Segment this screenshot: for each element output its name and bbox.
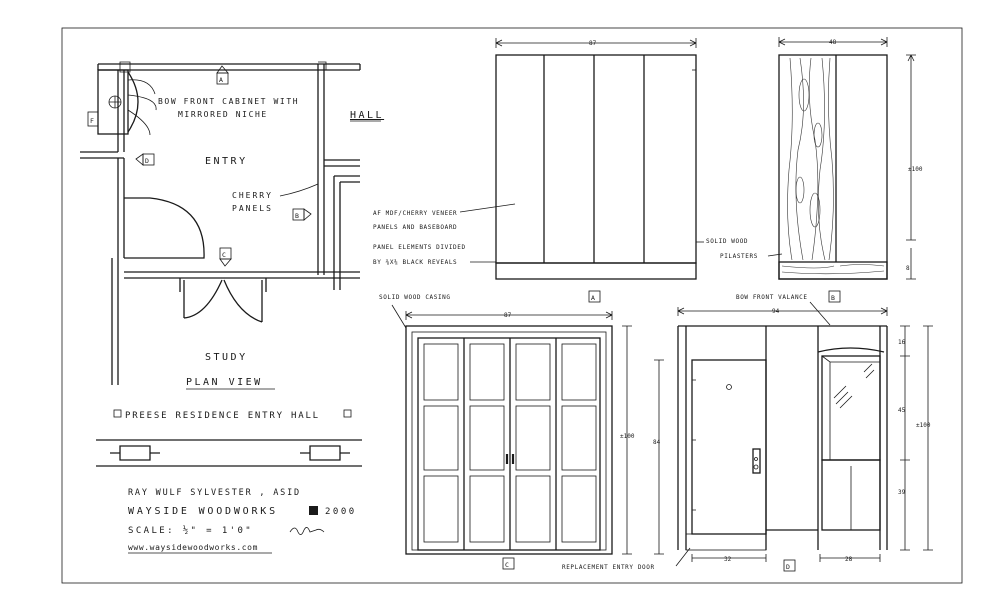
plan-marker-c: C — [222, 251, 227, 259]
elevation-d-valance-label: BOW FRONT VALANCE — [736, 294, 808, 301]
plan-wall-hall-jog — [333, 175, 360, 290]
plan-cabinet-label-line1: BOW FRONT CABINET WITH — [158, 97, 299, 106]
plan-view-title: PLAN VIEW — [186, 377, 263, 388]
elevation-a-note-1: AF MDF/CHERRY VENEER — [373, 210, 457, 217]
company-logo — [309, 506, 318, 515]
plan-entry-label: ENTRY — [205, 156, 248, 167]
plan-hall-label: HALL — [350, 110, 384, 121]
elevation-a-width-dim: 87 — [589, 40, 597, 47]
plan-cabinet-label-line2: MIRRORED NICHE — [178, 110, 268, 119]
elevation-d-door-handle — [752, 448, 761, 474]
elevation-d-peephole — [726, 384, 732, 390]
elevation-a-note-4: BY ⅜X⅜ BLACK REVEALS — [373, 259, 457, 266]
sheet-border — [61, 27, 963, 584]
plan-wall-west — [80, 70, 125, 258]
elevation-b-pilasters-label: PILASTERS — [720, 253, 758, 260]
section-wall-symbol — [96, 439, 362, 467]
elevation-a-note-2: PANELS AND BASEBOARD — [373, 224, 457, 231]
elevation-d-width-dim: 94 — [772, 308, 780, 315]
elevation-d-low-dim: 39 — [898, 489, 906, 496]
elevation-a-note-5: SOLID WOOD — [706, 238, 748, 245]
plan-view: F A D B C BOW FRONT CABINET WITH MIRRORE… — [80, 61, 384, 390]
elevation-b-wood-base — [778, 261, 888, 280]
scale-note: SCALE: ½" = 1'0" — [128, 525, 253, 536]
plan-wall-south — [111, 258, 360, 385]
elevation-d-mirror-reflection — [833, 363, 875, 409]
elevation-d: BOW FRONT VALANCE 94 16 45 ±100 39 32 28… — [562, 294, 933, 572]
plan-cherry-label-line1: CHERRY — [232, 191, 273, 200]
company-name: WAYSIDE WOODWORKS — [128, 506, 278, 517]
elevation-d-mid-dim: 45 — [898, 407, 906, 414]
elevation-a-baseboard — [495, 262, 697, 280]
website: www.waysidewoodworks.com — [128, 543, 258, 552]
elevation-b-marker: B — [831, 294, 836, 302]
elevation-b: 48 ±100 8 PILASTERS B — [720, 37, 923, 303]
plan-bow-cabinet: F — [87, 69, 157, 136]
elevation-c-width-dim: 87 — [504, 312, 512, 319]
plan-wall-north — [97, 63, 361, 71]
plan-marker-f: F — [90, 117, 95, 125]
designer-name: RAY WULF SYLVESTER , ASID — [128, 488, 301, 498]
elevation-b-base-dim: 8 — [906, 265, 910, 272]
designer-signature — [289, 527, 325, 535]
plan-study-double-door — [183, 279, 263, 323]
title-block: PREESE RESIDENCE ENTRY HALL RAY WULF SYL… — [96, 409, 362, 554]
elevation-b-width-dim: 48 — [829, 39, 837, 46]
plan-marker-d: D — [145, 157, 150, 165]
elevation-b-wood-grain — [781, 57, 885, 275]
residence-title: PREESE RESIDENCE ENTRY HALL — [125, 411, 320, 421]
elevation-d-marker: D — [786, 563, 791, 571]
elevation-d-total-dim: ±100 — [916, 422, 931, 429]
plan-cherry-label-line2: PANELS — [232, 204, 273, 213]
elevation-c-door-height-dim: 84 — [653, 439, 661, 446]
copyright-year: 2000 — [325, 507, 357, 517]
plan-wall-east — [317, 64, 360, 275]
elevation-d-mirror-niche — [821, 355, 881, 461]
elevation-d-entry-door — [691, 359, 767, 535]
plan-study-label: STUDY — [205, 352, 248, 363]
elevation-c-marker: C — [505, 561, 510, 569]
elevation-d-top-dim: 16 — [898, 339, 906, 346]
elevation-a-note-3: PANEL ELEMENTS DIVIDED — [373, 244, 466, 251]
elevation-c-glass-panes — [423, 343, 597, 543]
plan-door-swing-west — [124, 197, 205, 259]
elevation-b-height-dim: ±100 — [908, 166, 923, 173]
plan-marker-b: B — [295, 212, 300, 220]
plan-marker-a: A — [219, 76, 224, 84]
elevation-d-niche-width-dim: 28 — [845, 556, 853, 563]
elevation-d-door-width-dim: 32 — [724, 556, 732, 563]
elevation-c-casing-label: SOLID WOOD CASING — [379, 294, 451, 301]
elevation-c-door-handles — [505, 454, 515, 464]
elevation-c: SOLID WOOD CASING 87 ±100 84 — [379, 294, 664, 570]
elevation-c-height-dim: ±100 — [620, 433, 635, 440]
elevation-a-marker: A — [591, 294, 596, 302]
elevation-a: 87 AF MDF/CHERRY VENEER PANELS AND BASEB… — [373, 38, 748, 303]
elevation-d-replacement-label: REPLACEMENT ENTRY DOOR — [562, 564, 655, 571]
